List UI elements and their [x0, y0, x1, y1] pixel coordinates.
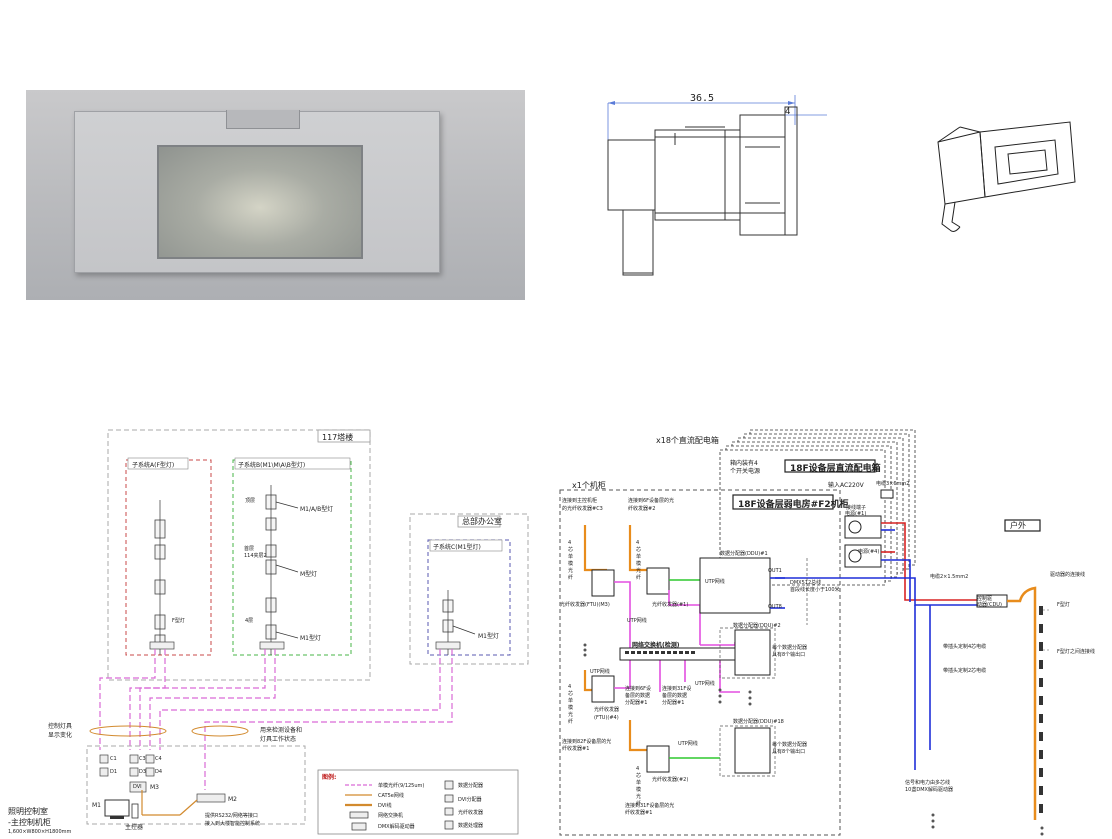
floor-low-label: 4层	[245, 618, 254, 624]
cable-top: 电缆3×6mm2	[876, 481, 910, 487]
port-c1: C1	[110, 756, 117, 762]
each-dist-note-2: 每个数据分配器 具有8个输出口	[772, 742, 808, 755]
isometric-drawing	[937, 121, 1076, 232]
conn-6f-dist: 连接到6F设 备层的数据 分配器#1	[625, 686, 652, 706]
lamp-m1-label: M1型灯	[300, 635, 321, 642]
title-x18: x18个直流配电箱	[656, 436, 719, 445]
dim-thickness-label: 4	[785, 107, 790, 117]
power-network-diagram	[559, 429, 1049, 836]
utp-label-3: UTP网线	[695, 681, 715, 687]
fiber-4core-2: 4 芯 单 模 光 纤	[636, 540, 642, 581]
rs485-note: DMX512总线 首段线长度小于100米	[790, 580, 840, 593]
legend-right-3: 数据处理器	[458, 823, 484, 829]
port-d1: D1	[110, 769, 118, 775]
control-cabinet-dims: 1,600×W800×H1800mm	[8, 829, 72, 835]
host-label: 主控器	[125, 824, 144, 831]
cable-4core-label: 带插头定制4芯电缆	[943, 644, 987, 650]
bottom-note: 信号和电力由多芯线 10盏DMX解码驱动器	[905, 780, 953, 793]
legend-item-2: DVI线	[378, 803, 392, 809]
control-system-diagram	[86, 429, 529, 835]
switch-label: 网络交换机(检测)	[632, 642, 680, 649]
control-room-title: 照明控制室	[8, 807, 48, 816]
input-ac: 输入AC220V	[828, 482, 864, 489]
out8-label: OUT8	[768, 604, 782, 610]
dist18-label: 数据分配器(DDU)#18	[733, 719, 784, 725]
control-cabinet-sub: -主控制机柜	[8, 818, 51, 827]
legend-item-0: 单模光纤(9/125um)	[378, 783, 425, 789]
ftu-m3-label: 光纤收发器(FTU)(M3)	[560, 602, 610, 608]
psu1-label: 电源(#1)	[845, 511, 867, 517]
m2-label: M2	[228, 796, 237, 803]
dimension-drawing: 36.5 4	[607, 93, 827, 276]
box-18f-dc: 18F设备层直流配电箱	[790, 464, 881, 474]
legend-right-2: 光纤收发器	[458, 810, 484, 816]
port-c3: C3	[139, 756, 146, 762]
conn-main: 连接到主控机柜 的光纤收发器#C3	[562, 498, 603, 512]
dim-width-label: 36.5	[690, 93, 714, 104]
port-c4: C4	[155, 756, 162, 762]
floor-top-label: 顶层	[245, 498, 256, 504]
fixture-lens	[157, 145, 363, 259]
dist1-label: 数据分配器(DDU)#1	[720, 551, 768, 557]
title-x1: x1个机柜	[572, 481, 606, 490]
port-d4: D4	[155, 769, 163, 775]
outdoor-label: 户外	[1010, 521, 1026, 530]
utp-label-2: UTP网线	[590, 669, 610, 675]
box-18f-room: 18F设备层弱电房#F2机柜	[738, 500, 849, 510]
out1-label: OUT1	[768, 568, 782, 574]
ctrl-box-label: 控制驱 动器(CDU)	[977, 596, 1002, 608]
legend-item-4: DMX解码驱动器	[378, 824, 415, 830]
terminal-label: 接线端子	[846, 505, 867, 511]
ftu-2-label: 光纤收发器(#2)	[652, 777, 689, 783]
m3-label: M3	[150, 784, 159, 791]
cable-2core-label: 带插头定制2芯电缆	[943, 668, 987, 674]
tower-title: 117塔楼	[322, 433, 354, 442]
ftu-4-label: 光纤收发器 (FTU)(#4)	[594, 707, 620, 721]
lamp-m1-c-label: M1型灯	[478, 633, 499, 640]
subsystem-c-label: 子系统C(M1型灯)	[433, 544, 481, 551]
port-d3: D3	[139, 769, 147, 775]
cable-side: 电缆2×1.5mm2	[930, 574, 969, 580]
utp-label-0: UTP网线	[705, 579, 725, 585]
inner-4switch: 箱内装有4 个开关电源	[730, 460, 761, 475]
floor-mid-label: 首层 114夹层2	[244, 546, 267, 559]
each-dist-note: 每个数据分配器 具有8个输出口	[772, 645, 808, 658]
utp-label-4: UTP网线	[678, 741, 698, 747]
note-bottom: 提供RS232/网络等接口 接入到大楼智能控制系统	[205, 813, 261, 827]
conn-82f: 连接到82F设备层的光 纤收发器#1	[562, 739, 612, 752]
note-right: 用来检测设备和 灯具工作状态	[260, 727, 303, 743]
conn-31f-dist: 连接到31F设 备层的数据 分配器#1	[662, 686, 692, 706]
subsystem-b-label: 子系统B(M1\M\A\B型灯)	[238, 462, 306, 469]
note-left: 控制灯具 显示变化	[48, 723, 73, 739]
psu4-label: 电源(#4)	[858, 549, 880, 555]
lamp-m1ab-label: M1/A/B型灯	[300, 506, 334, 513]
ftu-1-label: 光纤收发器(#1)	[652, 602, 689, 608]
conn-6f: 连接到6F设备层的光 纤收发器#2	[628, 498, 675, 512]
dvi-label: DVI	[133, 784, 142, 790]
fiber-4core-3: 4 芯 单 模 光 纤	[568, 684, 574, 725]
f-lamp-label: F型灯	[1057, 602, 1070, 608]
fiber-4core-4: 4 芯 单 模 光 纤	[636, 766, 642, 807]
legend-title: 图例:	[322, 774, 337, 781]
dist2-label: 数据分配器(DDU)#2	[733, 623, 781, 629]
f-link-label: F型灯之间连接线	[1057, 649, 1095, 655]
m1-label: M1	[92, 802, 101, 809]
lamp-m-label: M型灯	[300, 571, 318, 578]
legend-item-3: 网络交换机	[378, 813, 404, 819]
subsystem-a-label: 子系统A(F型灯)	[132, 462, 175, 469]
conn-31f: 连接到31F设备层的光 纤收发器#1	[625, 803, 675, 816]
driver-link-label: 驱动器的连接线	[1050, 572, 1086, 578]
legend-right-0: 数据分配器	[458, 783, 484, 789]
legend-right-1: DVI分配器	[458, 797, 482, 803]
fiber-4core-1: 4 芯 单 模 光 纤	[568, 540, 574, 581]
office-title: 总部办公室	[462, 517, 502, 526]
utp-label-1: UTP网线	[627, 618, 647, 624]
fixture-notch	[226, 110, 300, 129]
lamp-f-label: F型灯	[172, 618, 185, 624]
legend-item-1: CAT5e网线	[378, 793, 404, 799]
